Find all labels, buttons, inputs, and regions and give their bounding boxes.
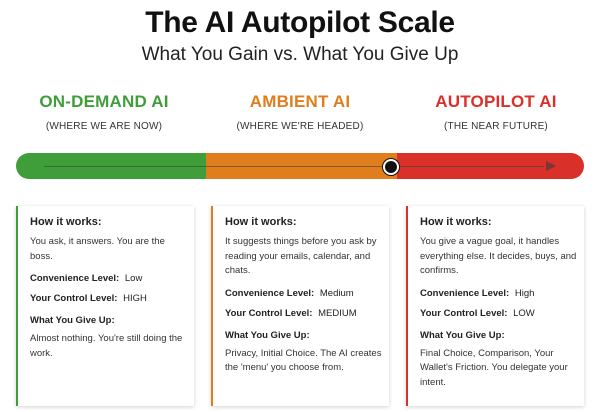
control-label: Your Control Level: [225, 307, 313, 319]
scale-arrow-line [44, 166, 544, 167]
level-name: AMBIENT AI [249, 92, 351, 111]
convenience-row: Convenience Level: Medium [225, 288, 389, 299]
control-label: Your Control Level: [420, 307, 508, 319]
convenience-label: Convenience Level: [225, 287, 315, 299]
convenience-row: Convenience Level: Low [30, 273, 194, 284]
level-on-demand: ON-DEMAND AI (WHERE WE ARE NOW) [4, 92, 204, 132]
level-subtitle: (THE NEAR FUTURE) [444, 121, 548, 132]
control-value: LOW [513, 307, 535, 319]
level-ambient: AMBIENT AI (WHERE WE'RE HEADED) [200, 92, 400, 132]
scale-arrow-head-icon [546, 161, 556, 171]
give-up-text: Privacy, Initial Choice. The AI creates … [225, 347, 382, 374]
level-subtitle: (WHERE WE'RE HEADED) [236, 121, 364, 132]
level-autopilot: AUTOPILOT AI (THE NEAR FUTURE) [396, 92, 596, 132]
convenience-value: Low [124, 273, 143, 284]
scale-position-marker [382, 159, 399, 175]
level-name: AUTOPILOT AI [435, 92, 557, 111]
how-it-works-text: You ask, it answers. You are the boss. [30, 236, 165, 262]
control-value: MEDIUM [318, 307, 357, 319]
card-ambient: How it works: It suggests things before … [211, 206, 389, 406]
control-row: Your Control Level: LOW [420, 308, 584, 319]
convenience-label: Convenience Level: [420, 287, 510, 299]
give-up-label: What You Give Up: [30, 315, 115, 326]
convenience-row: Convenience Level: High [420, 288, 584, 299]
control-label: Your Control Level: [30, 293, 118, 304]
give-up-label: What You Give Up: [420, 329, 505, 341]
page-subtitle: What You Gain vs. What You Give Up [141, 44, 459, 65]
control-row: Your Control Level: HIGH [30, 293, 194, 304]
give-up-text: Final Choice, Comparison, Your Wallet's … [420, 347, 568, 388]
give-up-text: Almost nothing. You're still doing the w… [30, 333, 183, 359]
give-up-label: What You Give Up: [225, 329, 310, 341]
how-it-works-text: You give a vague goal, it handles everyt… [420, 236, 577, 276]
level-subtitle: (WHERE WE ARE NOW) [45, 121, 163, 132]
how-it-works-label: How it works: [30, 216, 102, 228]
convenience-value: Medium [319, 287, 354, 299]
card-autopilot: How it works: You give a vague goal, it … [406, 206, 584, 406]
control-value: HIGH [123, 293, 147, 304]
convenience-label: Convenience Level: [30, 273, 120, 284]
page-title: The AI Autopilot Scale [145, 6, 455, 39]
how-it-works-label: How it works: [225, 216, 297, 228]
how-it-works-label: How it works: [420, 216, 492, 228]
how-it-works-text: It suggests things before you ask by rea… [225, 236, 377, 276]
control-row: Your Control Level: MEDIUM [225, 308, 389, 319]
convenience-value: High [514, 287, 535, 299]
card-on-demand: How it works: You ask, it answers. You a… [16, 206, 194, 406]
level-name: ON-DEMAND AI [39, 92, 169, 111]
